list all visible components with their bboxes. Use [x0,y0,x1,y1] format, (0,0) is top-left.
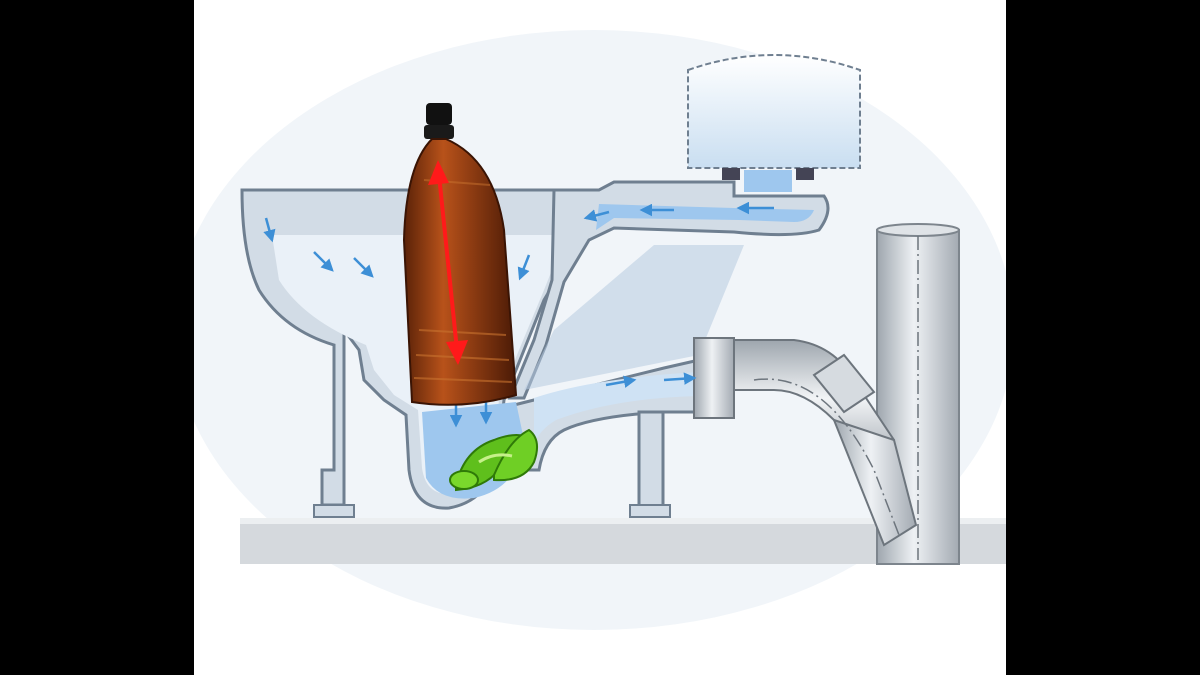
diagram-canvas [194,0,1006,675]
flow-arrow [605,375,637,388]
flow-arrow [353,257,374,278]
cistern-tank-icon [687,54,861,192]
water-flow-arrows [263,201,774,428]
flow-arrow [583,209,610,222]
down-up-arrow-icon [428,160,468,365]
plastic-bottle-icon [402,103,518,406]
flow-arrow [313,251,334,272]
outlet-elbow-pipe [693,337,918,547]
toilet-cross-section-diagram [194,0,1006,675]
flow-arrow [663,372,697,385]
flow-arrow [517,254,531,281]
flow-arrow [263,217,276,243]
green-debris-icon [449,428,539,492]
